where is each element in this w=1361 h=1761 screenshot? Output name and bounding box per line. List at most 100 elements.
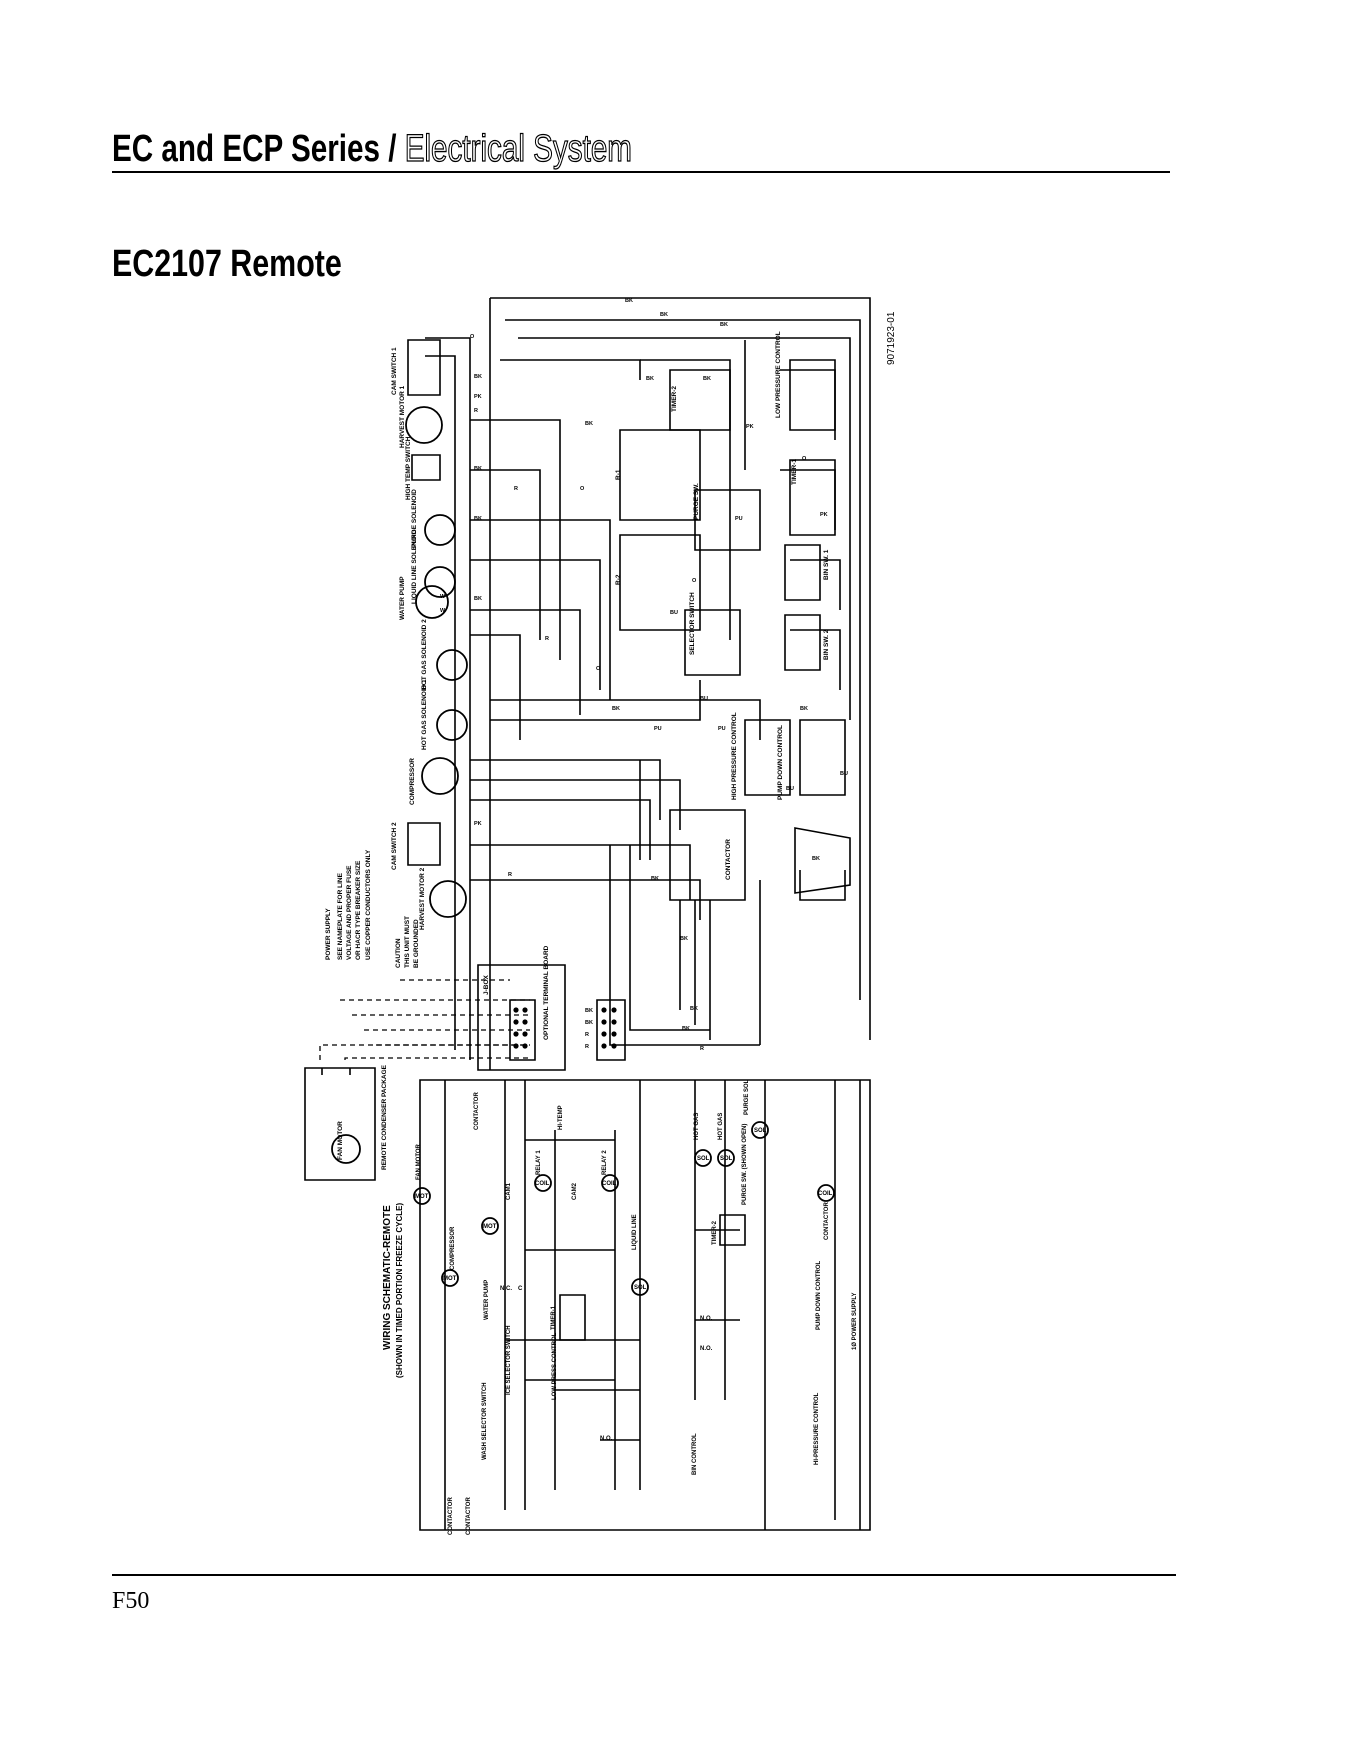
drawing-number: 9071923-01 <box>886 311 897 365</box>
wire-tag-o-3: O <box>692 578 697 584</box>
note-power-supply-title: POWER SUPPLY <box>325 908 332 960</box>
label-relay-r2: R-2 <box>615 574 622 585</box>
wire-lines <box>304 297 871 1531</box>
wire-tag-bk-4: BK <box>474 374 482 380</box>
header-rule <box>112 171 1170 173</box>
label-compressor: COMPRESSOR <box>409 758 416 805</box>
wire-tag-w-1: W <box>440 594 446 600</box>
wire-color-tags: BK BK BK BK BK BK BK BK BK BK BK BK BK B… <box>440 298 848 1052</box>
wire-tag-bk-18: BK <box>585 1020 593 1026</box>
sch-compressor: COMPRESSOR <box>450 1226 456 1270</box>
label-timer-1: TIMER-1 <box>791 459 798 485</box>
wire-tag-bk-14: BK <box>680 936 688 942</box>
wire-tag-o-2: O <box>580 486 585 492</box>
sch-low-press: LOW PRESS CONTROL <box>552 1332 558 1400</box>
wire-tag-pu-1: PU <box>654 726 662 732</box>
sch-coil-3: COIL <box>818 1191 833 1197</box>
sch-contactor-top: CONTACTOR <box>474 1092 480 1130</box>
sch-fan-motor: FAN MOTOR <box>416 1143 422 1180</box>
sch-hi-pressure: HI-PRESSURE CONTROL <box>814 1392 820 1465</box>
wire-tag-r-1: R <box>474 408 478 414</box>
footer-rule <box>112 1574 1176 1576</box>
schematic-title: WIRING SCHEMATIC-REMOTE <box>382 1205 393 1350</box>
wire-tag-bk-6: BK <box>474 516 482 522</box>
sch-no-1: N.O. <box>700 1316 713 1322</box>
label-high-temp-switch: HIGH TEMP SWITCH <box>405 436 412 500</box>
sch-power-supply: 1Ø POWER SUPPLY <box>852 1293 858 1350</box>
sch-relay-2: RELAY 2 <box>602 1150 608 1175</box>
label-selector-switch: SELECTOR SWITCH <box>689 592 696 655</box>
label-pump-down-control: PUMP DOWN CONTROL <box>777 725 784 800</box>
wire-tag-bu-1: BU <box>670 610 678 616</box>
component-circles <box>331 406 835 1296</box>
wire-tag-r-5: R <box>700 1046 704 1052</box>
note-caution-3: BE GROUNDED <box>413 919 420 968</box>
note-power-supply-2: VOLTAGE AND PROPER FUSE <box>346 865 353 960</box>
label-purge-sw: PURGE SW. <box>693 483 700 520</box>
wire-tag-r-6: R <box>585 1032 589 1038</box>
wire-tag-bk-16: BK <box>690 1006 698 1012</box>
label-high-pressure-control: HIGH PRESSURE CONTROL <box>731 712 738 800</box>
wire-tag-bk-17: BK <box>585 1008 593 1014</box>
sch-hi-temp: HI-TEMP <box>558 1105 564 1130</box>
wire-tag-bu-3: BU <box>840 771 848 777</box>
wire-tag-r-4: R <box>508 872 512 878</box>
terminal-dots <box>513 1007 617 1049</box>
wire-tag-bk-1: BK <box>625 298 633 304</box>
label-liquid-line-solenoid: LIQUID LINE SOLENOID <box>411 529 418 604</box>
sch-wash-selector: WASH SELECTOR SWITCH <box>482 1382 488 1460</box>
label-low-pressure-control: LOW PRESSURE CONTROL <box>775 331 782 418</box>
label-hot-gas-solenoid-2: HOT GAS SOLENOID 2 <box>421 619 428 690</box>
wire-tag-pu-2: PU <box>718 726 726 732</box>
wire-tag-pk-2: PK <box>746 424 754 430</box>
component-labels: CAM SWITCH 1 HARVEST MOTOR 1 HIGH TEMP S… <box>337 331 830 1170</box>
label-purge-solenoid: PURGE SOLENOID <box>411 489 418 548</box>
label-bin-sw-1: BIN SW. 1 <box>823 549 830 580</box>
sch-contactor-bottom: CONTACTOR <box>466 1497 472 1535</box>
schematic-subtitle: (SHOWN IN TIMED PORTION FREEZE CYCLE) <box>395 1203 404 1378</box>
wire-tag-bk-13: BK <box>812 856 820 862</box>
wire-tag-bk-7: BK <box>474 596 482 602</box>
sch-mot-2: MOT <box>483 1224 497 1230</box>
sch-cam1: CAM1 <box>506 1182 512 1200</box>
wire-tag-r-7: R <box>585 1044 589 1050</box>
page-subtitle: EC2107 Remote <box>112 243 342 285</box>
label-jbox: J-BOX <box>483 974 490 995</box>
label-cam-switch-2: CAM SWITCH 2 <box>391 822 398 870</box>
sch-relay-1: RELAY 1 <box>536 1150 542 1175</box>
sch-hot-gas-2: HOT GAS <box>718 1113 724 1140</box>
label-optional-terminal-board: OPTIONAL TERMINAL BOARD <box>543 945 550 1040</box>
note-caution-1: CAUTION <box>395 938 402 968</box>
wire-tag-pk-1: PK <box>474 394 482 400</box>
note-power-supply-1: SEE NAMEPLATE FOR LINE <box>337 872 344 960</box>
note-power-supply-4: USE COPPER CONDUCTORS ONLY <box>365 849 372 960</box>
wire-tag-bk-10: BK <box>703 376 711 382</box>
header-section: Electrical System <box>404 128 632 170</box>
wire-tag-o-1: O <box>470 334 475 340</box>
label-timer-2: TIMER-2 <box>671 386 678 412</box>
header-separator: / <box>379 128 405 170</box>
wire-tag-pu-3: PU <box>735 516 743 522</box>
sch-ice-selector: ICE SELECTOR SWITCH <box>506 1325 512 1395</box>
label-remote-condenser: REMOTE CONDENSER PACKAGE <box>381 1064 388 1170</box>
note-caution-2: THIS UNIT MUST <box>404 916 411 968</box>
label-harvest-motor-1: HARVEST MOTOR 1 <box>399 385 406 448</box>
sch-sol-2: SOL <box>697 1156 710 1162</box>
wire-tag-bk-19: BK <box>651 876 659 882</box>
label-water-pump: WATER PUMP <box>399 576 406 620</box>
wire-tag-bk-9: BK <box>646 376 654 382</box>
sch-sol-1: SOL <box>634 1285 647 1291</box>
sch-mot-1: MOT <box>415 1194 429 1200</box>
wire-tag-bk-3: BK <box>720 322 728 328</box>
sch-no-2: N.O. <box>700 1346 713 1352</box>
wire-tag-pk-3: PK <box>820 512 828 518</box>
label-harvest-motor-2: HARVEST MOTOR 2 <box>419 867 426 930</box>
sch-timer-2: TIMER-2 <box>712 1220 718 1245</box>
sch-timer-1: TIMER-1 <box>551 1305 557 1330</box>
sch-coil-1: COIL <box>535 1181 550 1187</box>
schematic-title-block: WIRING SCHEMATIC-REMOTE (SHOWN IN TIMED … <box>382 1203 404 1378</box>
sch-hot-gas-1: HOT GAS <box>694 1113 700 1140</box>
wire-tag-bu-2: BU <box>786 786 794 792</box>
label-relay-r1: R-1 <box>615 469 622 480</box>
header-series: EC and ECP Series <box>112 128 380 170</box>
